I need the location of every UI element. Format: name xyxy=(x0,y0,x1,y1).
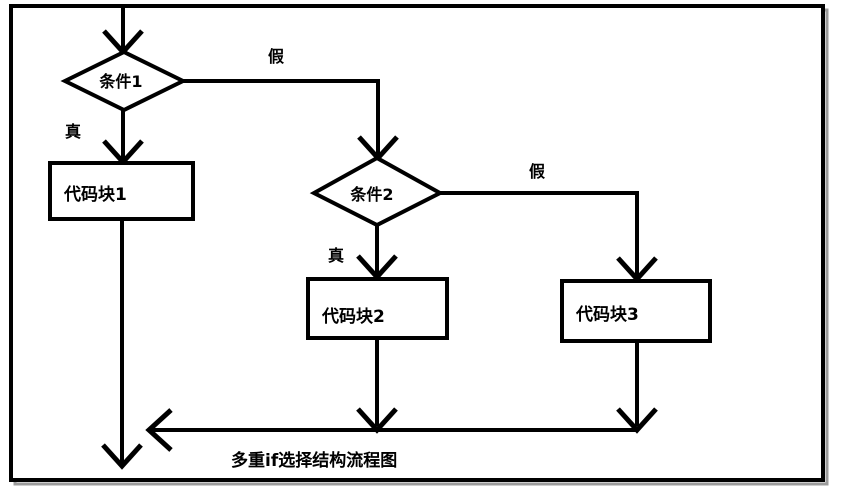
condition2-label: 条件2 xyxy=(349,185,393,204)
diagram-caption: 多重if选择结构流程图 xyxy=(231,450,397,471)
false1-connector-line xyxy=(183,79,380,156)
condition1-label: 条件1 xyxy=(98,72,142,91)
branch-true1-label: 真 xyxy=(65,122,81,141)
block1-label: 代码块1 xyxy=(63,184,127,205)
arrow-down-icon-exit xyxy=(101,443,143,470)
block3-label: 代码块3 xyxy=(575,304,639,325)
arrow-left-icon-merge xyxy=(145,408,173,452)
branch-false2-label: 假 xyxy=(529,162,546,181)
false2-connector-line xyxy=(440,191,639,277)
block3-rect xyxy=(560,279,712,343)
branch-false1-label: 假 xyxy=(268,47,285,66)
block2-label: 代码块2 xyxy=(321,306,385,327)
branch-true2-label: 真 xyxy=(328,246,344,265)
